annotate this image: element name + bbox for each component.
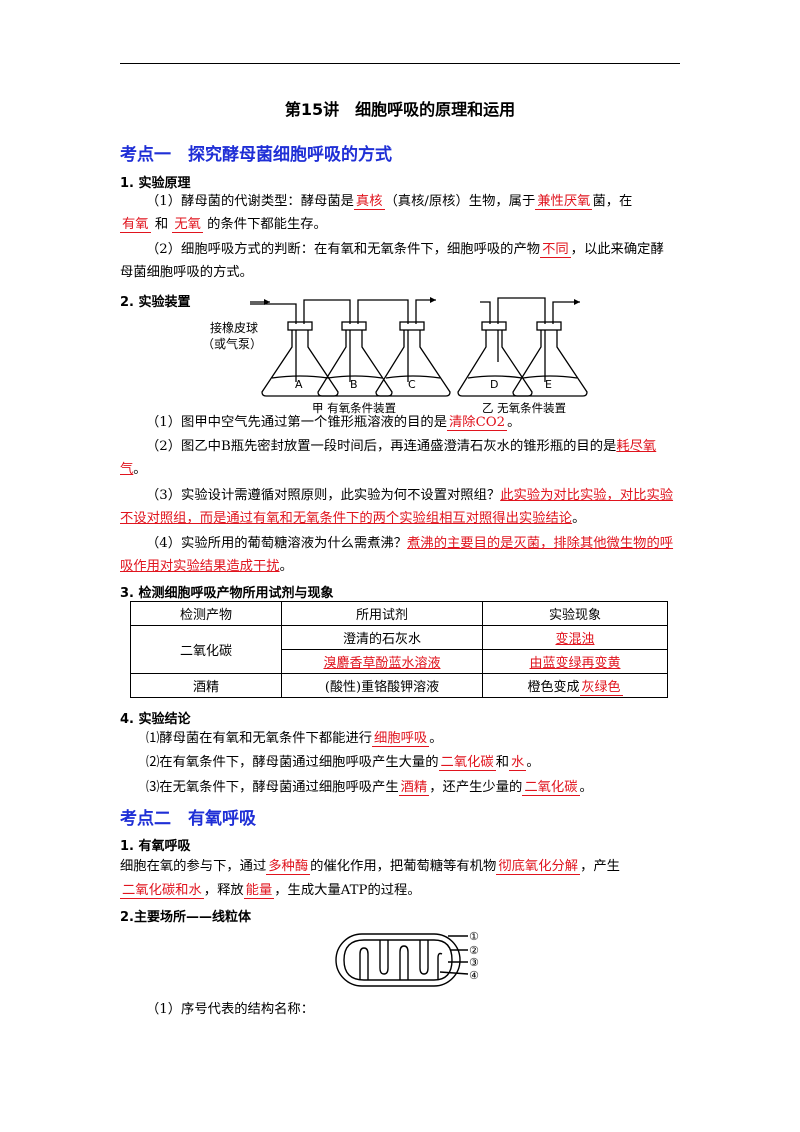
answer-blank: 多种酶 — [266, 859, 311, 875]
answer-blank: 不设对照组，而是通过有氧和无氧条件下的两个实验组相互对照得出实验结论 — [120, 511, 573, 526]
answer-blank: 煮沸的主要目的是灭菌，排除其他微生物的呼 — [407, 536, 674, 551]
question-3: （3）实验设计需遵循对照原则，此实验为何不设置对照组？此实验为对比实验，对比实验 — [146, 488, 674, 503]
subheading-apparatus: 2. 实验装置 — [120, 295, 191, 310]
table-row: 酒精 (酸性)重铬酸钾溶液 橙色变成灰绿色 — [130, 673, 668, 698]
mito-label-4: ④ — [469, 969, 479, 982]
question-1: （1）图甲中空气先通过第一个锥形瓶溶液的目的是清除CO2。 — [146, 415, 521, 431]
conclusion-3: ⑶在无氧条件下，酵母菌通过细胞呼吸产生酒精，还产生少量的二氧化碳。 — [146, 780, 593, 796]
table-header: 检测产物 — [130, 601, 282, 626]
answer-blank: 水 — [509, 755, 527, 771]
page-title: 第15讲 细胞呼吸的原理和运用 — [284, 100, 516, 119]
answer-blank: 气 — [120, 462, 134, 477]
table-cell-reagent: 澄清的石灰水 — [281, 625, 483, 650]
subheading-detection: 3. 检测细胞呼吸产物所用试剂与现象 — [120, 586, 334, 601]
detection-table: 检测产物 所用试剂 实验现象 二氧化碳 澄清的石灰水 变混浊 溴麝香草酚蓝水溶液… — [130, 601, 668, 698]
answer-blank: 吸作用对实验结果造成干扰 — [120, 559, 280, 574]
mito-label-3: ③ — [469, 956, 479, 969]
answer-blank: 此实验为对比实验，对比实验 — [500, 488, 674, 503]
flask-a-label: A — [295, 378, 303, 391]
principle-line-4: 母菌细胞呼吸的方式。 — [120, 265, 253, 280]
principle-line-3: （2）细胞呼吸方式的判断：在有氧和无氧条件下，细胞呼吸的产物不同，以此来确定酵 — [146, 242, 664, 258]
flask-c-label: C — [408, 378, 416, 391]
subheading-mitochondria: 2.主要场所——线粒体 — [120, 910, 251, 925]
table-row: 二氧化碳 澄清的石灰水 变混浊 — [130, 625, 668, 674]
question-3-cont: 不设对照组，而是通过有氧和无氧条件下的两个实验组相互对照得出实验结论。 — [120, 511, 586, 526]
header-rule — [120, 63, 680, 64]
answer-blank: 无氧 — [172, 217, 203, 233]
answer-blank: 细胞呼吸 — [372, 731, 430, 747]
structure-question: （1）序号代表的结构名称： — [146, 1002, 315, 1017]
table-header-row: 检测产物 所用试剂 实验现象 — [130, 601, 668, 626]
bulb-label-2: （或气泵） — [202, 336, 262, 351]
section-heading-2: 考点二 有氧呼吸 — [120, 809, 256, 829]
conclusion-2: ⑵在有氧条件下，酵母菌通过细胞呼吸产生大量的二氧化碳和水。 — [146, 755, 540, 771]
question-2-cont: 气。 — [120, 462, 147, 477]
answer-blank: 能量 — [243, 883, 275, 899]
table-cell-reagent: (酸性)重铬酸钾溶液 — [281, 673, 483, 698]
table-cell-result: 橙色变成灰绿色 — [482, 673, 668, 698]
question-4-cont: 吸作用对实验结果造成干扰。 — [120, 559, 293, 574]
subheading-principle: 1. 实验原理 — [120, 176, 191, 191]
caption-anaerobic: 乙 无氧条件装置 — [482, 401, 566, 415]
answer-blank: 真核 — [353, 194, 385, 210]
aerobic-def-2: 二氧化碳和水，释放能量，生成大量ATP的过程。 — [120, 883, 421, 899]
subheading-aerobic: 1. 有氧呼吸 — [120, 839, 191, 854]
table-cell-product: 酒精 — [130, 673, 282, 698]
conclusion-1: ⑴酵母菌在有氧和无氧条件下都能进行细胞呼吸。 — [146, 731, 443, 747]
apparatus-figure: 接橡皮球 （或气泵） A B C D E 甲 有氧条件装置 乙 无氧条件装置 — [202, 297, 588, 415]
flask-e-label: E — [545, 378, 552, 391]
table-header: 实验现象 — [482, 601, 668, 626]
answer-blank: 二氧化碳 — [438, 755, 496, 771]
caption-aerobic: 甲 有氧条件装置 — [312, 401, 396, 415]
table-cell-result: 变混浊 — [482, 625, 668, 650]
table-cell-result: 由蓝变绿再变黄 — [482, 649, 668, 674]
answer-blank: 耗尽氧 — [616, 439, 657, 454]
aerobic-def-1: 细胞在氧的参与下，通过多种酶的催化作用，把葡萄糖等有机物彻底氧化分解，产生 — [120, 859, 620, 875]
answer-blank: 二氧化碳 — [522, 780, 580, 796]
question-2: （2）图乙中B瓶先密封放置一段时间后，再连通盛澄清石灰水的锥形瓶的目的是耗尽氧 — [146, 439, 657, 454]
mitochondria-diagram: ① ② ③ ④ — [335, 930, 479, 987]
flask-d-label: D — [490, 378, 498, 391]
principle-line-1: （1）酵母菌的代谢类型：酵母菌是真核（真核/原核）生物，属于兼性厌氧菌，在 — [146, 194, 633, 210]
subheading-conclusion: 4. 实验结论 — [120, 712, 191, 727]
answer-blank: 清除CO2 — [447, 415, 508, 431]
flask-b-label: B — [350, 378, 358, 391]
table-header: 所用试剂 — [281, 601, 483, 626]
answer-blank: 彻底氧化分解 — [496, 859, 581, 875]
answer-blank: 不同 — [540, 242, 571, 258]
mito-label-1: ① — [469, 930, 479, 943]
answer-blank: 有氧 — [120, 217, 151, 233]
table-cell-product: 二氧化碳 — [130, 625, 282, 674]
principle-line-2: 有氧 和 无氧 的条件下都能生存。 — [120, 217, 327, 233]
bulb-label-1: 接橡皮球 — [210, 320, 258, 335]
table-cell-reagent: 溴麝香草酚蓝水溶液 — [281, 649, 483, 674]
section-heading-1: 考点一 探究酵母菌细胞呼吸的方式 — [120, 145, 392, 165]
answer-blank: 兼性厌氧 — [535, 194, 593, 210]
mito-label-2: ② — [469, 944, 479, 957]
answer-blank: 二氧化碳和水 — [120, 883, 204, 899]
question-4: （4）实验所用的葡萄糖溶液为什么需煮沸？煮沸的主要目的是灭菌，排除其他微生物的呼 — [146, 536, 674, 551]
answer-blank: 酒精 — [398, 780, 430, 796]
